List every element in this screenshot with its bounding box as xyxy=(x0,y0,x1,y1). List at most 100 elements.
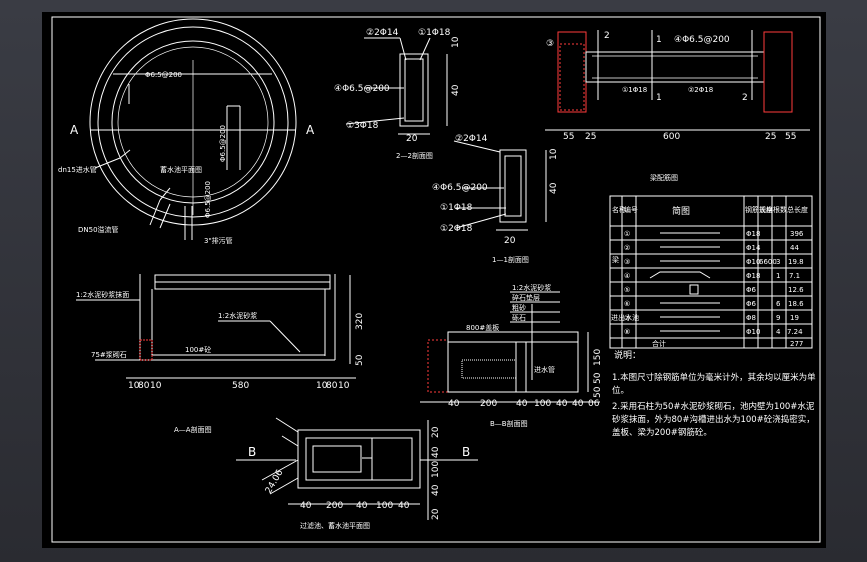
support-hatch xyxy=(559,43,585,111)
dim-top-label: 10 xyxy=(549,148,559,160)
row-7-total: 19 xyxy=(790,314,799,322)
rebar-label-top: Φ6.5@200 xyxy=(145,71,182,79)
row-5-diagram xyxy=(689,284,699,295)
chamber-outline xyxy=(447,331,579,393)
dim-40-b: 40 xyxy=(356,501,368,511)
dim-right-100: 100 xyxy=(431,461,441,478)
dim-top-label: 10 xyxy=(451,36,461,48)
dim-50-a: 50 xyxy=(593,372,603,384)
row-5-total: 12.6 xyxy=(788,286,804,294)
row-2-spec: Φ14 xyxy=(746,244,761,252)
mark-2b: 2 xyxy=(742,93,748,103)
row-7-no: ⑦ xyxy=(624,314,630,322)
header-no: 编号 xyxy=(624,205,638,214)
dim-40-c: 40 xyxy=(398,501,410,511)
notes-title: 说明： xyxy=(614,349,641,361)
dim-40-a: 40 xyxy=(300,501,312,511)
label-mortar-mid: 1:2水泥砂浆 xyxy=(218,311,257,320)
section-22-title: 2—2剖面图 xyxy=(396,151,433,160)
leader-1b xyxy=(399,37,407,61)
inlet-pipe xyxy=(119,149,131,159)
dim-320: 320 xyxy=(355,313,365,330)
layer-label-3: 粗砂 xyxy=(512,303,526,312)
beam-bottom-right: ②2Φ18 xyxy=(688,86,713,94)
mark-1b: 1 xyxy=(656,93,662,103)
row-8-spec: Φ10 xyxy=(746,328,760,336)
row-6-count: 6 xyxy=(776,300,781,308)
dim-55-right: 55 xyxy=(785,132,796,142)
beam-bottom-left: ①1Φ18 xyxy=(622,86,647,94)
dim-10-a: 10 xyxy=(128,381,140,391)
rebar-mid: ①1Φ18 xyxy=(440,203,473,213)
dim-height-label: 40 xyxy=(451,84,461,96)
row-3-spec: Φ10 xyxy=(746,258,760,266)
beam-elevation: ③ 2 1 2 1 ④Φ6.5@200 ①1Φ18 ②2Φ18 55 25 60… xyxy=(545,30,810,142)
row-4-diagram xyxy=(649,271,711,279)
rebar-top-left: ②2Φ14 xyxy=(366,28,399,38)
angle-dim-b xyxy=(269,477,299,495)
row-4-count: 1 xyxy=(776,272,780,280)
row-5-no: ⑤ xyxy=(624,286,630,294)
sheet-border xyxy=(51,16,821,543)
inlet-pipe-leader xyxy=(94,157,121,169)
row-3-no: ③ xyxy=(624,258,630,266)
notes-body: 1.本图尺寸除钢筋单位为毫米计外，其余均以厘米为单位。 2.采用石柱为50#水泥… xyxy=(612,372,818,440)
dim-right-40-b: 40 xyxy=(431,484,441,496)
beam-stirrup-label: ④Φ6.5@200 xyxy=(674,35,730,45)
outlet-pipe-a xyxy=(159,187,171,201)
side-label-beam: 梁 xyxy=(612,255,619,264)
outlet-pipe-label: DN50溢流管 xyxy=(78,225,119,234)
dim-100: 100 xyxy=(376,501,393,511)
row-3-total: 19.8 xyxy=(788,258,804,266)
row-8-no: ⑧ xyxy=(624,328,630,336)
row-3-length: 6600 xyxy=(759,258,777,266)
outer-wall-circle xyxy=(89,18,297,226)
dim-right-40-a: 40 xyxy=(431,446,441,458)
plate-label: 800#盖板 xyxy=(466,323,499,332)
dim-40-c: 40 xyxy=(556,399,568,409)
dim-width-label: 20 xyxy=(504,236,516,246)
dim-50-b: 50 xyxy=(593,386,603,398)
section-11-title: 1—1剖面图 xyxy=(492,255,529,264)
table-frame xyxy=(609,195,813,349)
row-5-spec: Φ6 xyxy=(746,286,757,294)
rebar-label-vertical-1: Φ6.5@200 xyxy=(219,125,227,162)
beam-stirrup xyxy=(404,58,424,122)
sheet-background xyxy=(42,12,826,548)
beam-section-outer xyxy=(399,53,429,127)
section-mark-a-left: A xyxy=(70,123,79,137)
notes-line-1: 1.本图尺寸除钢筋单位为毫米计外，其余均以厘米为单位。 xyxy=(612,373,816,396)
angle-dim-a xyxy=(261,459,299,481)
rebar-label-vertical-2: Φ6.5@200 xyxy=(204,181,212,218)
leader-2 xyxy=(419,37,431,61)
dim-100: 100 xyxy=(534,399,551,409)
mark-b-left: B xyxy=(248,445,256,459)
dim-200: 200 xyxy=(326,501,343,511)
section-aa-title: A—A剖面图 xyxy=(174,425,212,434)
drain-pipe-label: 3"排污管 xyxy=(204,236,233,245)
header-name: 名称 xyxy=(612,205,626,214)
header-total: 总长度 xyxy=(787,205,808,214)
leader-mortar-mid-b xyxy=(269,320,301,353)
section-1-1: ②2Φ14 ④Φ6.5@200 ①1Φ18 ①2Φ18 20 40 10 1—1… xyxy=(432,134,559,264)
dim-10-d: 10 xyxy=(338,381,350,391)
stirrup-label: ④Φ6.5@200 xyxy=(334,84,390,94)
filter-chamber xyxy=(312,445,362,473)
masonry-fill xyxy=(139,339,153,361)
reservoir-plan-title: 蓄水池平面图 xyxy=(160,165,202,174)
row-6-no: ⑥ xyxy=(624,300,630,308)
row-6-spec: Φ6 xyxy=(746,300,757,308)
row-4-spec: Φ18 xyxy=(746,272,760,280)
dim-25-left: 25 xyxy=(585,132,596,142)
row-4-total: 7.1 xyxy=(789,272,800,280)
filter-plan-title: 过滤池、蓄水池平面图 xyxy=(300,521,370,530)
layer-label-4: 砾石 xyxy=(512,313,526,322)
row-1-no: ① xyxy=(624,230,630,238)
leader-top xyxy=(453,140,501,153)
label-fill: 75#浆砌石 xyxy=(91,350,127,359)
section-mark-a-right: A xyxy=(306,123,315,137)
row-2-total: 44 xyxy=(790,244,799,252)
row-1-spec: Φ18 xyxy=(746,230,760,238)
